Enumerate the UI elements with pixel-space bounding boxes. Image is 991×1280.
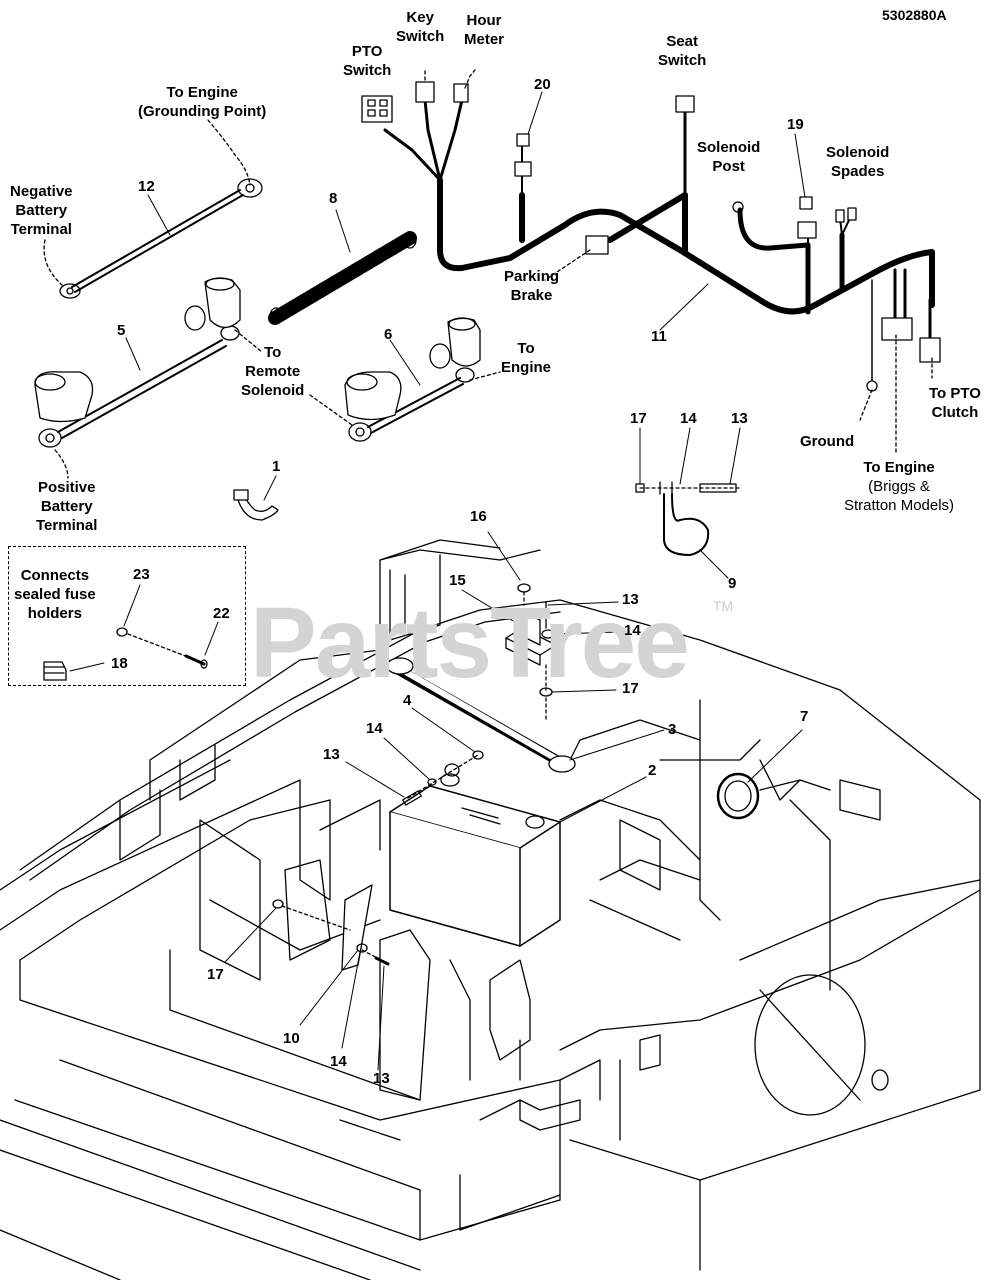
fuse-hardware — [43, 627, 208, 681]
label-ground: Ground — [800, 433, 855, 450]
part-number-2: 2 — [648, 762, 657, 779]
watermark-trademark: TM — [713, 598, 734, 614]
part-number-4: 4 — [403, 692, 412, 709]
parking-brake-connector — [585, 235, 609, 255]
part-number-19: 19 — [787, 116, 804, 133]
key-switch-connector — [415, 81, 435, 103]
part-number-8: 8 — [329, 190, 338, 207]
part-number-18: 18 — [111, 655, 128, 672]
part-number-7: 7 — [800, 708, 809, 725]
chassis-frame — [0, 539, 981, 1280]
part-number-17-a: 17 — [630, 410, 647, 427]
part-number-23: 23 — [133, 566, 150, 583]
negative-cable-12 — [59, 178, 263, 299]
part-number-22: 22 — [213, 605, 230, 622]
pto-clutch-connector — [919, 337, 941, 363]
part-number-6: 6 — [384, 326, 393, 343]
seat-switch-connector — [675, 95, 695, 113]
part-number-14-c: 14 — [366, 720, 383, 737]
hour-meter-connector — [453, 83, 469, 103]
dashed-leaders — [43, 69, 933, 479]
part-number-13-c: 13 — [323, 746, 340, 763]
part-number-16: 16 — [470, 508, 487, 525]
engine-connector — [881, 317, 913, 341]
part-number-13-a: 13 — [731, 410, 748, 427]
part-number-12: 12 — [138, 178, 155, 195]
part-number-14-b: 14 — [624, 622, 641, 639]
part-number-17-b: 17 — [622, 680, 639, 697]
cable-6 — [344, 317, 481, 442]
fuse-holder-box — [8, 546, 246, 686]
part-number-10: 10 — [283, 1030, 300, 1047]
battery-2 — [389, 773, 561, 947]
part-number-13-d: 13 — [373, 1070, 390, 1087]
part-number-1: 1 — [272, 458, 281, 475]
leader-lines — [69, 91, 806, 1071]
part-number-15: 15 — [449, 572, 466, 589]
grommet-7 — [716, 772, 760, 820]
part-number-14-d: 14 — [330, 1053, 347, 1070]
bracket-10 — [272, 884, 390, 971]
part-number-17-c: 17 — [207, 966, 224, 983]
label-to-engine-briggs: To Engine (Briggs & Stratton Models) — [844, 459, 955, 514]
part-number-3: 3 — [668, 721, 677, 738]
hold-down-bar-3 — [385, 657, 576, 773]
part-number-11: 11 — [651, 328, 667, 345]
label-to-engine-grounding: To Engine(Grounding Point) — [138, 84, 267, 120]
connector-19 — [797, 221, 817, 239]
retainer-9 — [635, 481, 741, 556]
part-number-20: 20 — [534, 76, 551, 93]
connector-20 — [514, 161, 532, 177]
watermark: PartsTree — [250, 587, 690, 699]
solenoid-15 — [505, 583, 557, 721]
battery-hardware — [402, 750, 484, 806]
positive-cable-5 — [34, 277, 241, 448]
part-number-9: 9 — [728, 575, 737, 592]
clip-1 — [237, 494, 279, 521]
part-number-5: 5 — [117, 322, 126, 339]
drawing-number: 5302880A — [882, 7, 947, 23]
split-loom-8 — [268, 231, 417, 325]
part-number-13-b: 13 — [622, 591, 639, 608]
part-number-14-a: 14 — [680, 410, 697, 427]
